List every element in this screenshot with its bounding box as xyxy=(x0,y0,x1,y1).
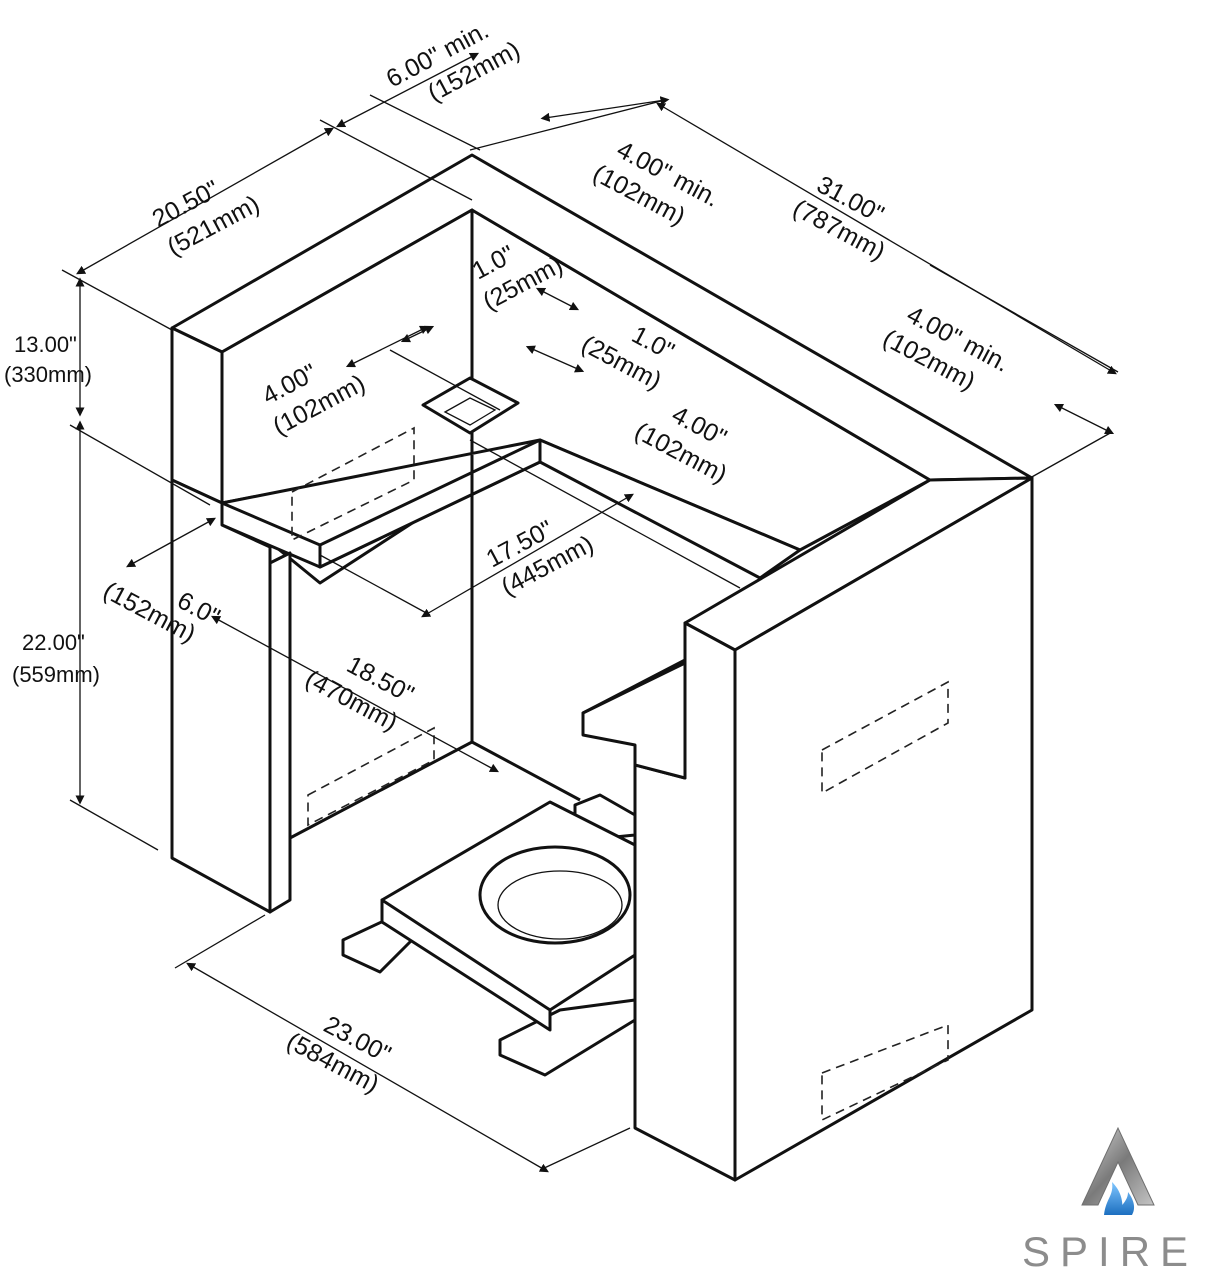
dimension-lines xyxy=(61,52,1119,1173)
dim-lower-height: 22.00" (559mm) xyxy=(12,630,100,687)
dim-side-clearance: 4.00" min. (102mm) xyxy=(878,301,1014,396)
dim-width: 31.00" (787mm) xyxy=(788,171,889,266)
dim-rear-clearance: 4.00" min. (102mm) xyxy=(588,136,724,231)
vent-opening xyxy=(421,376,520,435)
logo-mark-icon xyxy=(1081,1126,1155,1206)
logo-text: SPIRE xyxy=(1022,1228,1198,1274)
dim-upper-height: 13.00" (330mm) xyxy=(4,332,92,387)
dim-lower-height-in: 22.00" xyxy=(22,630,85,655)
flue-hole xyxy=(478,845,632,945)
spire-logo: SPIRE xyxy=(1022,1126,1198,1274)
vent-dashed-right-lower xyxy=(821,1023,949,1122)
dim-top-clearance: 6.00" min. (152mm) xyxy=(382,16,525,107)
vent-opening-inner xyxy=(443,397,497,426)
dim-shelf-width: 17.50" (445mm) xyxy=(482,515,598,602)
left-lower-return xyxy=(268,551,292,914)
vent-dashed-upper-left xyxy=(291,426,415,542)
dim-upper-height-in: 13.00" xyxy=(14,332,77,357)
right-ledge xyxy=(581,661,687,780)
dim-opening-depth: 18.50" (470mm) xyxy=(301,651,419,737)
framing-structure xyxy=(170,153,1034,1182)
dim-upper-height-mm: (330mm) xyxy=(4,362,92,387)
right-outer-face xyxy=(733,476,1034,1182)
dim-opening-width: 23.00" (584mm) xyxy=(282,1011,395,1099)
flue-hole-inner xyxy=(497,870,623,940)
logo-flame-icon xyxy=(1104,1182,1135,1215)
dim-lower-height-mm: (559mm) xyxy=(12,662,100,687)
opening-floor-back-edge xyxy=(471,740,581,802)
left-upper-panel xyxy=(170,326,224,505)
vent-dashed-lower-left xyxy=(307,726,435,827)
left-lower-panel xyxy=(170,478,272,914)
vent-dashed-right-upper xyxy=(821,680,949,795)
